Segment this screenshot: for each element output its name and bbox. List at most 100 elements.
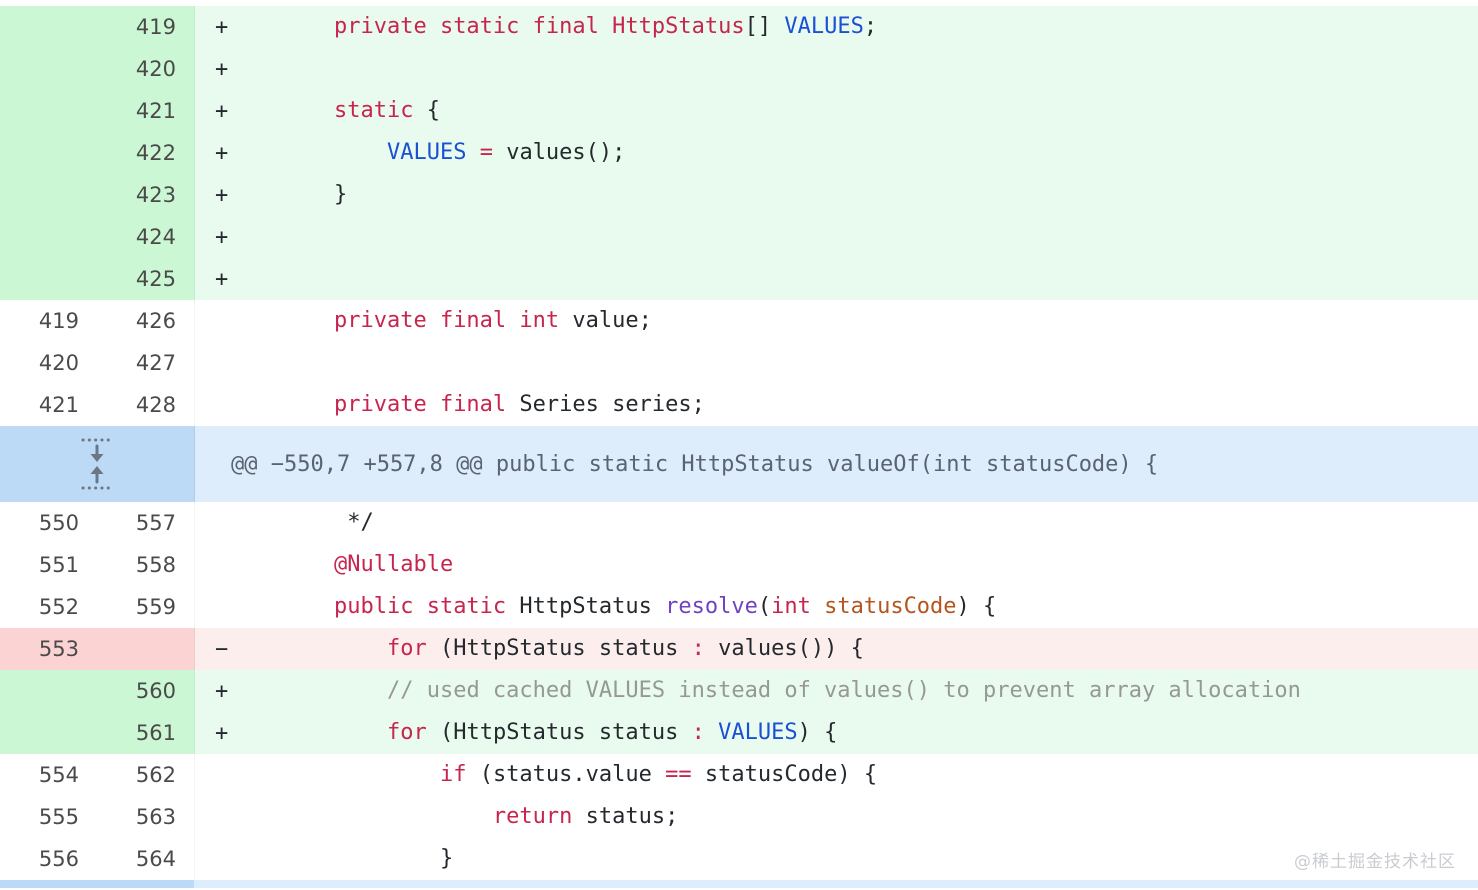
diff-marker: + bbox=[215, 182, 229, 208]
code-line[interactable]: static { bbox=[281, 90, 1478, 132]
code-token bbox=[281, 142, 387, 164]
line-number-gutter: 421 428 bbox=[0, 384, 195, 426]
diff-line-row: 553− for (HttpStatus status : values()) … bbox=[0, 628, 1478, 670]
new-line-number[interactable]: 562 bbox=[135, 762, 176, 787]
diff-line-body bbox=[195, 342, 1478, 384]
hunk-header-text: @@ −550,7 +557,8 @@ public static HttpSt… bbox=[231, 451, 1159, 477]
new-line-number[interactable]: 425 bbox=[135, 266, 176, 291]
code-token: int bbox=[771, 594, 811, 619]
code-token bbox=[811, 596, 824, 618]
new-line-number[interactable]: 564 bbox=[135, 846, 176, 871]
code-token bbox=[281, 806, 493, 828]
code-line[interactable]: @Nullable bbox=[281, 544, 1478, 586]
old-line-number[interactable]: 556 bbox=[38, 846, 79, 871]
hunk-body: @@ −550,7 +557,8 @@ public static HttpSt… bbox=[195, 426, 1478, 502]
new-line-number[interactable]: 424 bbox=[135, 224, 176, 249]
code-token bbox=[281, 16, 334, 38]
new-line-number[interactable]: 419 bbox=[135, 14, 176, 39]
diff-line-body: public static HttpStatus resolve(int sta… bbox=[195, 586, 1478, 628]
code-token bbox=[281, 554, 334, 576]
old-line-number[interactable]: 553 bbox=[38, 636, 79, 661]
diff-line-row: 551 558 @Nullable bbox=[0, 544, 1478, 586]
new-line-number[interactable]: 428 bbox=[135, 392, 176, 417]
code-token: return bbox=[492, 804, 573, 829]
new-line-number[interactable]: 560 bbox=[135, 678, 176, 703]
new-line-number[interactable]: 559 bbox=[135, 594, 176, 619]
code-token bbox=[281, 596, 334, 618]
code-line[interactable]: return status; bbox=[281, 796, 1478, 838]
code-line[interactable]: } bbox=[281, 838, 1478, 880]
old-line-number[interactable]: 419 bbox=[38, 308, 79, 333]
new-line-number[interactable]: 422 bbox=[135, 140, 176, 165]
code-token: (status.value bbox=[466, 762, 666, 787]
diff-line-row: 556 564 } bbox=[0, 838, 1478, 880]
diff-line-body: } bbox=[195, 838, 1478, 880]
expand-hunk-icon[interactable] bbox=[0, 426, 194, 502]
line-number-gutter: 555 563 bbox=[0, 796, 195, 838]
code-line[interactable]: */ bbox=[281, 502, 1478, 544]
next-hunk-sliver bbox=[0, 880, 1478, 888]
code-line[interactable] bbox=[281, 258, 1478, 300]
code-token: private final bbox=[333, 392, 507, 417]
code-token bbox=[281, 722, 387, 744]
code-line[interactable]: VALUES = values(); bbox=[281, 132, 1478, 174]
new-line-number[interactable]: 563 bbox=[135, 804, 176, 829]
diff-line-row: 421 428 private final Series series; bbox=[0, 384, 1478, 426]
code-token: [] bbox=[744, 14, 785, 39]
code-line[interactable]: private final int value; bbox=[281, 300, 1478, 342]
code-line[interactable] bbox=[281, 48, 1478, 90]
diff-line-row: 422 + VALUES = values(); bbox=[0, 132, 1478, 174]
code-token: } bbox=[281, 182, 348, 207]
diff-line-row: 550 557 */ bbox=[0, 502, 1478, 544]
old-line-number[interactable]: 555 bbox=[38, 804, 79, 829]
diff-marker bbox=[195, 754, 281, 796]
next-hunk-gutter bbox=[0, 880, 194, 888]
code-line[interactable] bbox=[281, 216, 1478, 258]
new-line-number[interactable]: 423 bbox=[135, 182, 176, 207]
old-line-number[interactable]: 420 bbox=[38, 350, 79, 375]
code-line[interactable]: for (HttpStatus status : VALUES) { bbox=[281, 712, 1478, 754]
code-line[interactable]: public static HttpStatus resolve(int sta… bbox=[281, 586, 1478, 628]
code-token: ) { bbox=[797, 720, 838, 745]
code-token: == bbox=[665, 762, 692, 787]
code-line[interactable]: if (status.value == statusCode) { bbox=[281, 754, 1478, 796]
code-line[interactable]: private final Series series; bbox=[281, 384, 1478, 426]
code-token: Series series; bbox=[506, 392, 705, 417]
old-line-number[interactable]: 554 bbox=[38, 762, 79, 787]
code-token: : bbox=[691, 720, 705, 745]
diff-line-row: 555 563 return status; bbox=[0, 796, 1478, 838]
old-line-number[interactable]: 550 bbox=[38, 510, 79, 535]
new-line-number[interactable]: 421 bbox=[135, 98, 176, 123]
line-number-gutter: 419 bbox=[0, 6, 195, 48]
line-number-gutter: 560 bbox=[0, 670, 195, 712]
code-line[interactable]: private static final HttpStatus[] VALUES… bbox=[281, 6, 1478, 48]
code-line[interactable]: // used cached VALUES instead of values(… bbox=[281, 670, 1478, 712]
diff-line-body: + for (HttpStatus status : VALUES) { bbox=[195, 712, 1478, 754]
new-line-number[interactable]: 558 bbox=[135, 552, 176, 577]
code-token: value; bbox=[559, 308, 652, 333]
line-number-gutter: 550 557 bbox=[0, 502, 195, 544]
old-line-number[interactable]: 551 bbox=[38, 552, 79, 577]
new-line-number[interactable]: 427 bbox=[135, 350, 176, 375]
code-token bbox=[281, 764, 440, 786]
diff-marker: + bbox=[215, 140, 229, 166]
diff-marker: + bbox=[215, 720, 229, 746]
diff-line-body: */ bbox=[195, 502, 1478, 544]
diff-marker: + bbox=[215, 678, 229, 704]
code-token: static bbox=[333, 98, 414, 123]
diff-marker bbox=[195, 502, 281, 544]
code-token: HttpStatus bbox=[506, 594, 666, 619]
code-line[interactable]: } bbox=[281, 174, 1478, 216]
new-line-number[interactable]: 557 bbox=[135, 510, 176, 535]
line-number-gutter: 561 bbox=[0, 712, 195, 754]
new-line-number[interactable]: 426 bbox=[135, 308, 176, 333]
new-line-number[interactable]: 561 bbox=[135, 720, 176, 745]
hunk-header-row: @@ −550,7 +557,8 @@ public static HttpSt… bbox=[0, 426, 1478, 502]
code-line[interactable] bbox=[281, 342, 1478, 384]
old-line-number[interactable]: 552 bbox=[38, 594, 79, 619]
code-line[interactable]: for (HttpStatus status : values()) { bbox=[281, 628, 1478, 670]
code-token: statusCode bbox=[824, 594, 957, 619]
line-number-gutter: 424 bbox=[0, 216, 195, 258]
old-line-number[interactable]: 421 bbox=[38, 392, 79, 417]
new-line-number[interactable]: 420 bbox=[135, 56, 176, 81]
